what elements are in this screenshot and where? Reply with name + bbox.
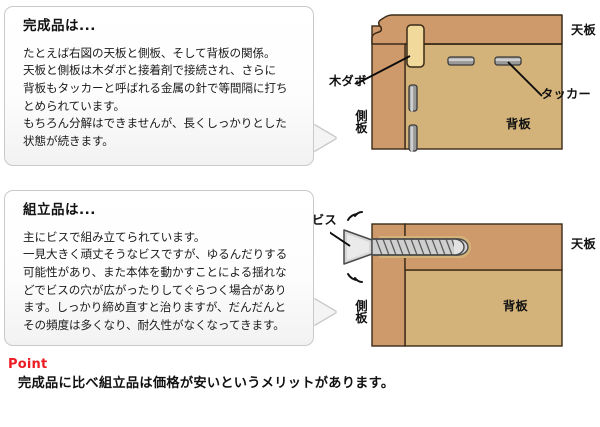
back-panel-shape (404, 269, 563, 347)
screw-tip-shape (453, 238, 465, 256)
point-text: 完成品に比べ組立品は価格が安いというメリットがあります。 (18, 375, 395, 391)
point-label: Point (8, 357, 48, 372)
bubble-body-assembly: 主にビスで組み立てられています。 一見大きく頑丈そうなビスですが、ゆるんだりする… (23, 229, 288, 332)
diagram-finished-product: 木ダボ タッカー 天板 側板 背板 (329, 0, 600, 180)
label-top-panel: 天板 (571, 237, 596, 251)
staple-shape (495, 58, 521, 62)
bubble-title-finished: 完成品は... (23, 18, 96, 34)
label-back-panel: 背板 (503, 299, 528, 313)
info-bubble-finished-product: 完成品は... たとえば右図の天板と側板、そして背板の関係。 天板と側板は木ダボ… (4, 6, 336, 166)
label-top-panel: 天板 (571, 23, 596, 37)
leader-line-screw (325, 229, 351, 247)
side-panel-shape (371, 25, 406, 150)
leader-line-dowel (355, 55, 411, 85)
label-back-panel: 背板 (506, 117, 531, 131)
bubble-tail-icon (314, 299, 336, 325)
label-tacker: タッカー (541, 87, 591, 101)
leader-line-tacker (507, 61, 543, 97)
bubble-content: 完成品は... たとえば右図の天板と側板、そして背板の関係。 天板と側板は木ダボ… (23, 19, 299, 151)
staple-shape (448, 58, 474, 62)
diagram-assembly-svg (325, 211, 563, 347)
bubble-body-finished: たとえば右図の天板と側板、そして背板の関係。 天板と側板は木ダボと接着剤で接続さ… (23, 45, 288, 148)
diagram-finished-svg (355, 14, 563, 152)
diagram-assembly-product: ビス 天板 側板 背板 (312, 186, 600, 352)
top-panel-shape (371, 14, 563, 45)
point-section: Point 完成品に比べ組立品は価格が安いというメリットがあります。 (8, 357, 588, 392)
label-side-panel: 側板 (355, 109, 368, 136)
bubble-title-assembly: 組立品は... (23, 202, 96, 218)
label-side-panel: 側板 (355, 299, 368, 326)
back-panel-shape (404, 43, 563, 150)
info-bubble-assembly-product: 組立品は... 主にビスで組み立てられています。 一見大きく頑丈そうなビスですが… (4, 190, 336, 346)
screw-head-highlight (347, 234, 369, 260)
label-screw: ビス (312, 213, 337, 227)
vibration-arc-icon (347, 211, 363, 283)
bubble-content: 組立品は... 主にビスで組み立てられています。 一見大きく頑丈そうなビスですが… (23, 203, 299, 335)
dowel-shape (406, 24, 425, 68)
staple-shape (410, 126, 414, 152)
bubble-tail-icon (314, 125, 336, 151)
label-dowel: 木ダボ (329, 74, 367, 88)
staple-shape (410, 86, 414, 112)
